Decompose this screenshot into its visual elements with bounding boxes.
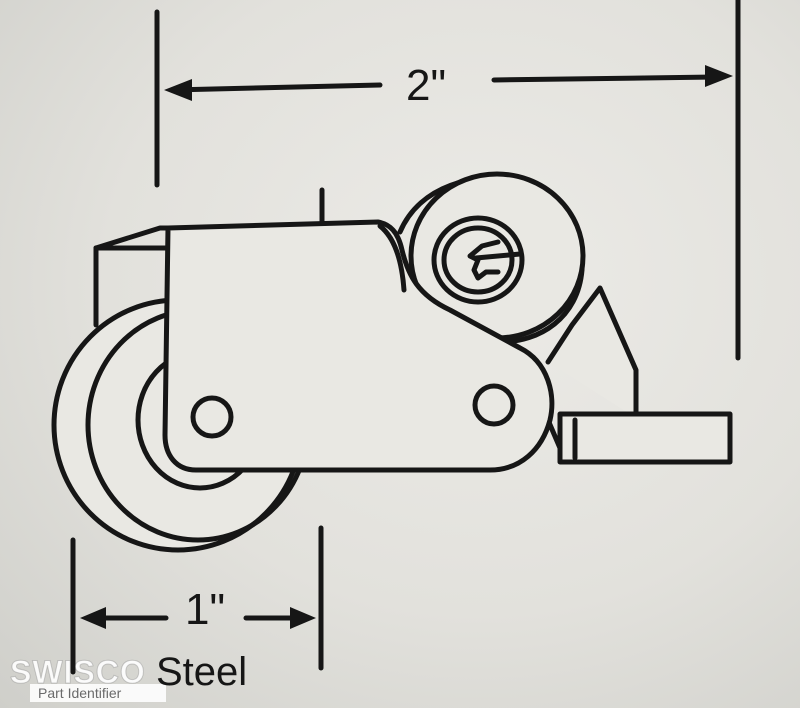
arrowhead-right (705, 65, 733, 87)
brand-logo: SWISCO (10, 654, 146, 690)
overall-width-label: 2" (406, 61, 447, 110)
pivot-hole-left (190, 395, 234, 439)
upper-wheel (397, 171, 586, 345)
mounting-tab (557, 411, 733, 465)
bracket-extension (545, 285, 733, 465)
brand-tagline: Part Identifier (30, 684, 166, 702)
dimension-line-right (491, 74, 718, 83)
arrowhead-left (164, 79, 192, 101)
main-bracket-plate (162, 219, 555, 473)
brand-watermark: SWISCO Part Identifier (8, 656, 166, 702)
dimension-line-left (169, 82, 383, 93)
material-label: Steel (156, 650, 248, 694)
wheel-width-label: 1" (185, 585, 226, 634)
arrowhead-left-small (80, 607, 106, 629)
arrowhead-right-small (290, 607, 316, 629)
pivot-hole-right (472, 383, 516, 427)
dimension-1in (70, 525, 324, 675)
dimension-2in (154, 0, 741, 361)
